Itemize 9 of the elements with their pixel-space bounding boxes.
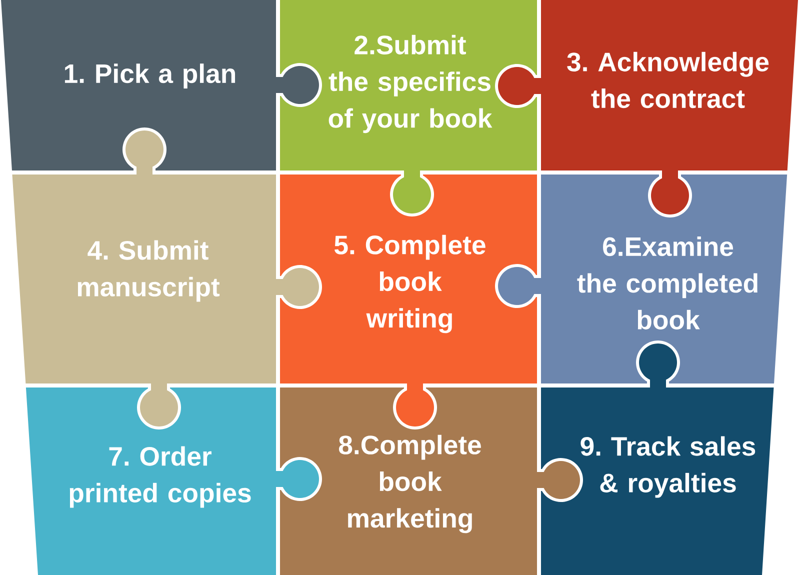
puzzle-piece: 9. Track sales & royalties	[541, 344, 774, 575]
puzzle-piece: 3. Acknowledge the contract	[498, 0, 798, 214]
puzzle-piece: 8.Complete book marketing	[280, 388, 580, 575]
puzzle-piece: 7. Order printed copies	[26, 388, 319, 575]
puzzle-piece: 2.Submit the specifics of your book	[280, 0, 537, 214]
puzzle-piece: 4. Submit manuscript	[12, 130, 319, 426]
puzzle-piece: 5. Complete book writing	[280, 174, 537, 426]
puzzle-piece: 6.Examine the completed book	[498, 174, 788, 384]
puzzle-piece: 1. Pick a plan	[1, 0, 319, 170]
